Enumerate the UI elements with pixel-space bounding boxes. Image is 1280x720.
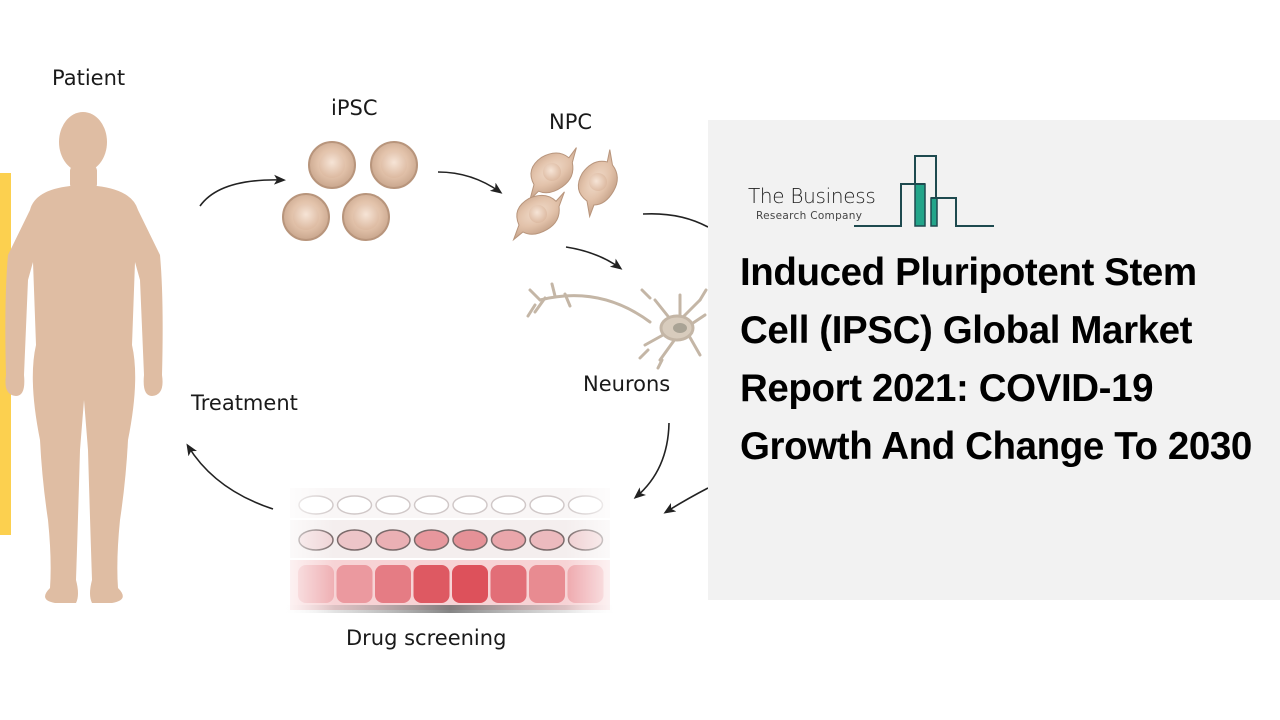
logo-name-line1: The Business	[748, 184, 876, 208]
arrow-ipsc-to-npc	[437, 171, 503, 194]
arrow-npc-to-neurons	[565, 246, 623, 270]
ipsc-diagram	[5, 112, 709, 620]
logo-name-line2: Research Company	[756, 210, 863, 222]
company-logo: The Business Research Company	[748, 154, 1008, 234]
report-title: Induced Pluripotent Stem Cell (IPSC) Glo…	[740, 251, 1252, 468]
logo-skyline-icon	[854, 155, 994, 227]
ipsc-label: iPSC	[331, 96, 378, 120]
drug-screening-label: Drug screening	[346, 626, 507, 650]
arrow-patient-to-ipsc	[199, 174, 286, 207]
neurons-label: Neurons	[583, 372, 671, 396]
arrow-screening-to-treatment	[186, 443, 274, 510]
patient-figure-icon	[5, 112, 163, 603]
title-panel: The Business Research Company Induced Pl…	[708, 120, 1280, 600]
drug-screening-plate-icon	[270, 480, 630, 620]
npc-label: NPC	[549, 110, 593, 134]
arrow-right-to-screening	[663, 487, 709, 514]
arrow-neurons-to-screening	[633, 422, 670, 499]
ipsc-cells-icon	[282, 141, 418, 241]
treatment-label: Treatment	[191, 391, 298, 415]
cycle-arrows	[186, 171, 709, 514]
accent-bar	[0, 173, 11, 535]
patient-label: Patient	[52, 66, 126, 90]
npc-cells-icon	[512, 147, 618, 242]
arrow-npc-to-right	[642, 212, 709, 228]
neuron-icon	[526, 282, 708, 370]
